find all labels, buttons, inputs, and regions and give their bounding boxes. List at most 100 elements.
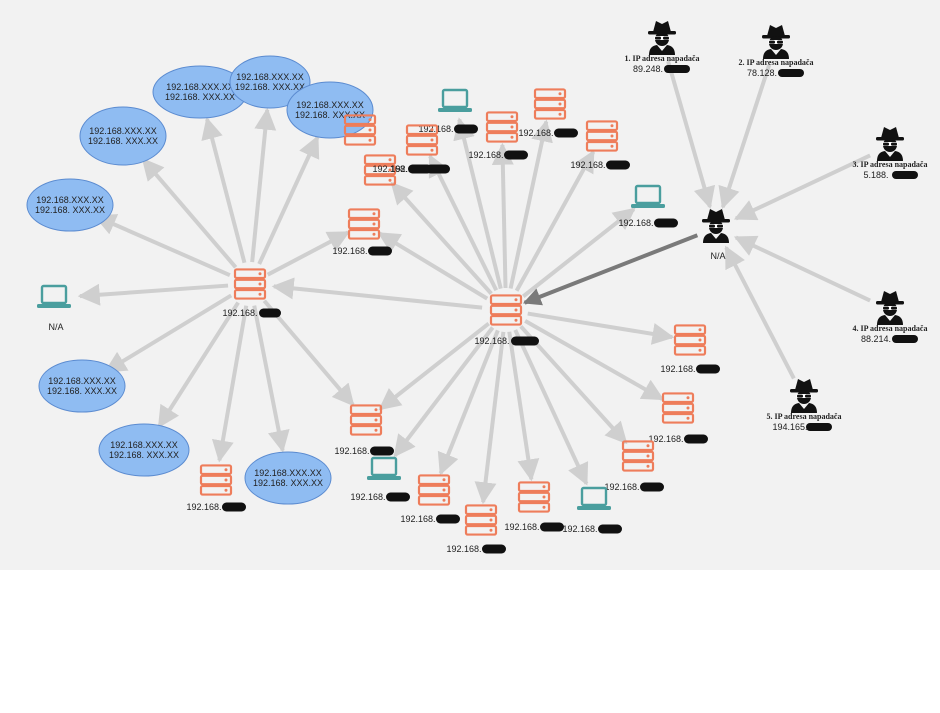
- server-node[interactable]: 192.168.: [504, 481, 564, 532]
- server-node[interactable]: 192.168.: [186, 464, 246, 512]
- edge: [271, 277, 483, 310]
- edge: [724, 245, 796, 380]
- attacker-hub-node[interactable]: N/A: [702, 209, 730, 261]
- subnet-line1: 192.168.XXX.XX: [166, 82, 234, 92]
- subnet-line2: 192.168. XXX.XX: [235, 82, 305, 92]
- redaction-mark: [426, 164, 450, 174]
- server-icon: [661, 392, 695, 424]
- edge: [437, 329, 500, 476]
- edge: [157, 301, 240, 429]
- edge: [262, 299, 355, 407]
- host-ip-label: 192.168.: [570, 160, 605, 170]
- laptop-node-na[interactable]: N/A: [37, 284, 71, 332]
- host-ip-label: 192.168.: [446, 544, 481, 554]
- server-icon: [405, 124, 439, 156]
- server-node[interactable]: 192.168.: [400, 474, 460, 524]
- server-node[interactable]: 192.168.: [372, 124, 439, 174]
- edge: [201, 116, 247, 264]
- host-ip-label: 192.168.: [186, 502, 221, 512]
- edge: [718, 64, 772, 210]
- redaction-mark: [554, 128, 578, 138]
- laptop-na-label: N/A: [48, 322, 63, 332]
- subnet-line1: 192.168.XXX.XX: [296, 100, 364, 110]
- host-ip-label: 192.168.: [604, 482, 639, 492]
- server-icon: [349, 404, 383, 436]
- laptop-node[interactable]: 192.168.: [350, 456, 410, 502]
- server-icon: [621, 440, 655, 472]
- redaction-mark: [892, 335, 918, 343]
- left-hub-ip: 192.168.: [222, 308, 257, 318]
- server-node[interactable]: 192.168.: [446, 504, 506, 554]
- laptop-node[interactable]: 192.168.: [562, 486, 622, 534]
- server-icon: [585, 120, 619, 152]
- redaction-mark: [259, 308, 281, 318]
- host-ip-label: 192.168.: [562, 524, 597, 534]
- edge: [733, 235, 871, 303]
- host-ip-label: 192.168.: [372, 164, 407, 174]
- center-hub-server[interactable]: 192.168.: [474, 294, 539, 346]
- spy-icon: [876, 127, 904, 161]
- server-node[interactable]: 192.168.: [570, 120, 630, 170]
- redaction-mark: [408, 164, 432, 174]
- attacker-label: 1. IP adresa napadača: [625, 54, 700, 63]
- redaction-mark: [368, 246, 392, 256]
- subnet-line2: 192.168. XXX.XX: [253, 478, 323, 488]
- edge: [522, 207, 636, 298]
- server-node[interactable]: 192.168.: [648, 392, 708, 444]
- laptop-icon: [367, 456, 401, 480]
- edge: [666, 60, 716, 209]
- redaction-mark: [511, 336, 539, 346]
- subnet-line2: 192.168. XXX.XX: [165, 92, 235, 102]
- redaction-mark: [892, 171, 918, 179]
- edge: [393, 326, 495, 458]
- server-node[interactable]: 192.168.: [518, 88, 578, 138]
- host-ip-label: 192.168.: [648, 434, 683, 444]
- redaction-mark: [454, 124, 478, 134]
- edge: [377, 231, 489, 301]
- server-node[interactable]: 192.168.: [334, 404, 394, 456]
- laptop-icon: [37, 284, 71, 308]
- redaction-mark: [606, 160, 630, 170]
- host-ip-label: 192.168.: [660, 364, 695, 374]
- edge: [491, 142, 514, 289]
- host-ip-label: 192.168.: [468, 150, 503, 160]
- laptop-node[interactable]: 192.168.: [418, 88, 478, 134]
- server-node[interactable]: 192.168.: [468, 111, 528, 160]
- host-ip-label: 192.168.: [334, 446, 369, 456]
- attacker-hub-label: N/A: [710, 251, 725, 261]
- redaction-mark: [598, 524, 622, 534]
- edges-layer: [77, 60, 871, 505]
- edge: [522, 233, 699, 306]
- redaction-mark: [370, 446, 394, 456]
- server-icon: [464, 504, 498, 536]
- subnet-line2: 192.168. XXX.XX: [109, 450, 179, 460]
- server-icon: [233, 268, 267, 300]
- subnet-line1: 192.168.XXX.XX: [36, 195, 104, 205]
- laptop-node[interactable]: 192.168.: [618, 184, 678, 228]
- edge: [250, 107, 277, 263]
- server-node[interactable]: 192.168.: [604, 440, 664, 492]
- server-node[interactable]: 192.168.: [332, 208, 392, 256]
- left-hub-server[interactable]: 192.168.: [222, 268, 281, 318]
- edge: [519, 324, 628, 445]
- subnet-line1: 192.168.XXX.XX: [48, 376, 116, 386]
- edge: [514, 149, 596, 292]
- redaction-mark: [222, 502, 246, 512]
- server-node[interactable]: 192.168.: [660, 324, 720, 374]
- server-node[interactable]: [343, 114, 377, 146]
- subnet-line1: 192.168.XXX.XX: [89, 126, 157, 136]
